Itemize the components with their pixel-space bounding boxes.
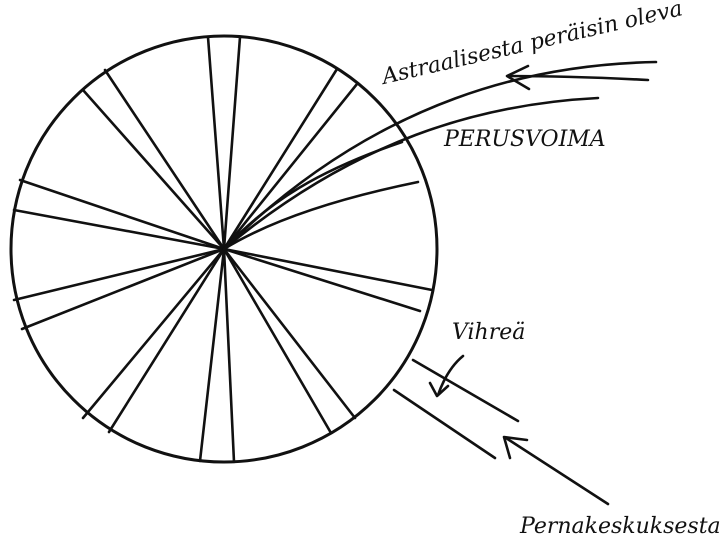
label-basic-force: PERUSVOIMA [443,127,606,152]
spokes [12,35,434,464]
label-spleen: Pernakeskuksesta [519,514,721,539]
spleen-arrow [502,435,610,506]
astral-arrow [505,64,650,91]
spoke-bottom-right [222,247,357,435]
spleen-channel [392,358,520,460]
chakra-circle [9,34,439,464]
force-line-lower [222,140,404,251]
spoke-right-lower [222,247,434,313]
spoke-top-right [222,67,359,251]
channel-line-upper [411,358,520,423]
spoke-left-upper [12,178,226,251]
green-arrow [428,354,465,398]
channel-line-lower [392,388,497,460]
spoke-bottom-left [81,247,226,434]
force-line-outer [222,60,658,251]
spoke-top-left [81,68,226,251]
force-line-inner [222,96,600,251]
force-line-mid [222,180,420,251]
label-green: Vihreä [452,320,525,345]
basic-force-lines [222,60,658,251]
spoke-bottom [198,247,236,464]
spoke-left-lower [12,247,226,331]
spoke-top [206,35,242,251]
